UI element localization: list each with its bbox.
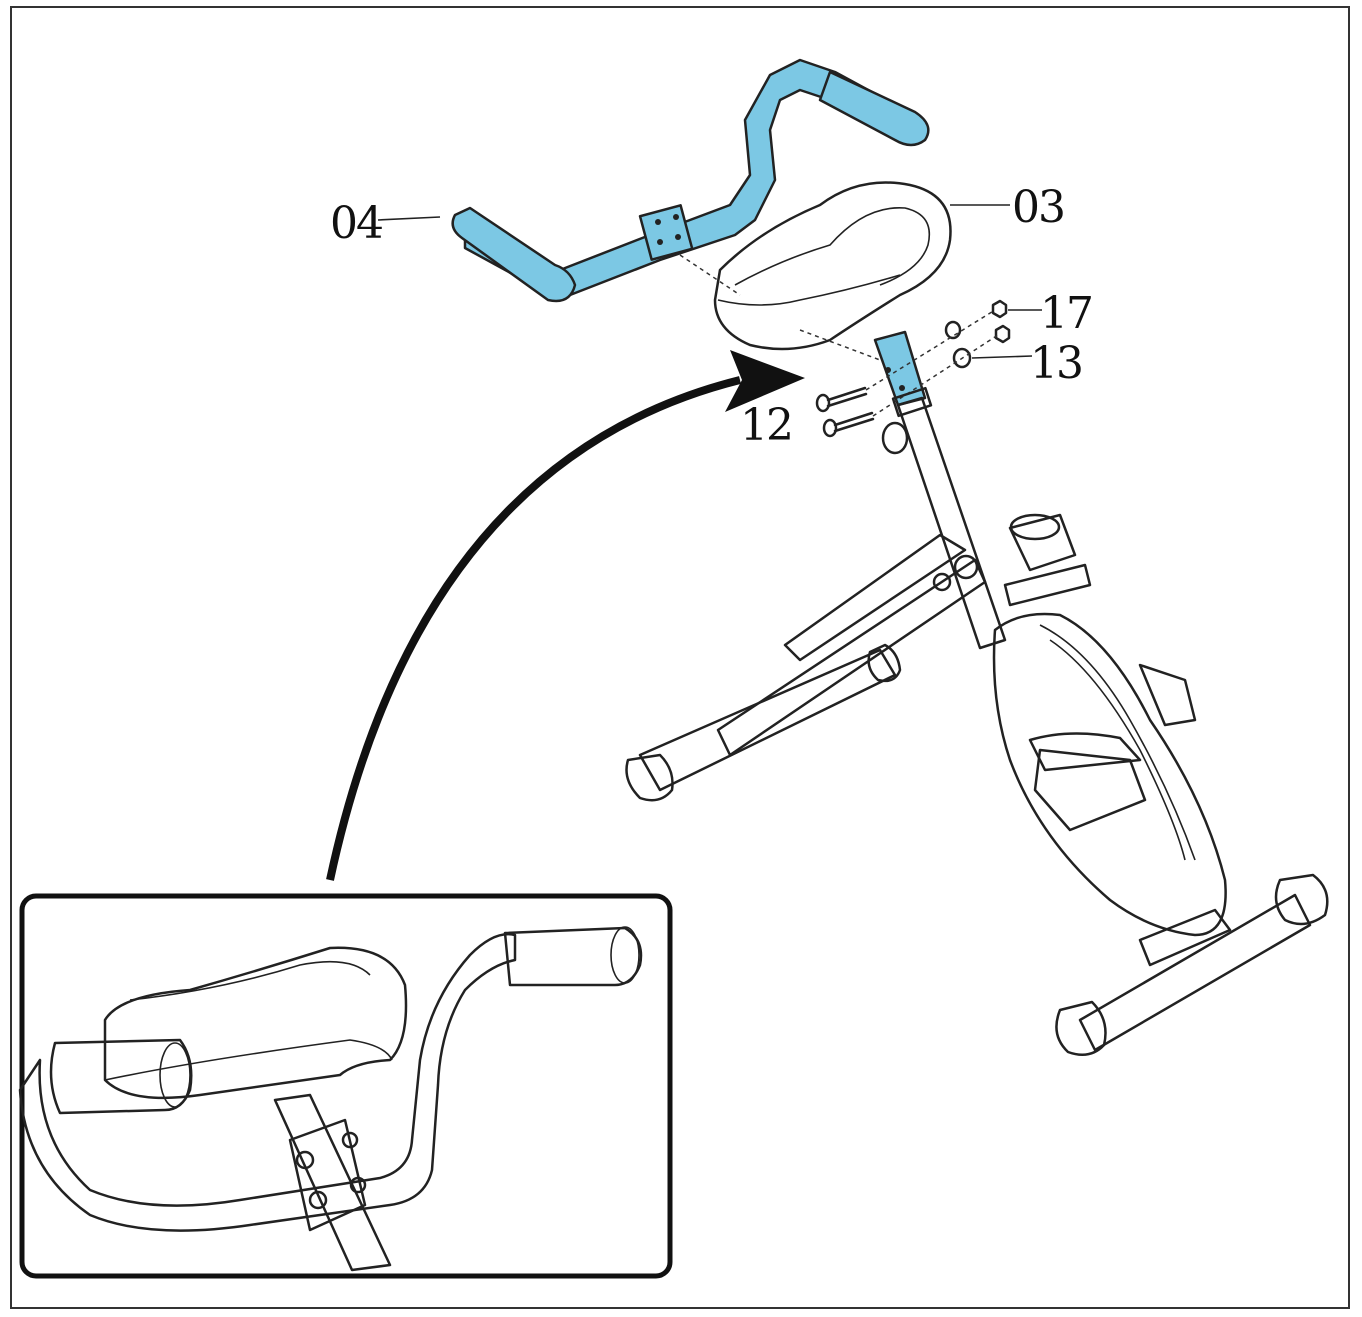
inset-handlebar	[18, 932, 517, 1232]
inset-seat	[103, 946, 408, 1100]
diagram-frame	[10, 6, 1350, 1309]
washer-lower	[952, 347, 972, 369]
inset-clamp	[288, 1118, 367, 1232]
inset-right-grip	[503, 926, 643, 987]
nut-upper	[991, 299, 1008, 319]
pointer-arrow	[326, 376, 741, 881]
bolt-upper	[815, 386, 868, 413]
inset-seat-post	[273, 1093, 392, 1272]
label-04: 04	[330, 198, 382, 249]
bolt-lower	[822, 411, 875, 438]
inset-frame	[19, 893, 673, 1279]
label-03: 03	[1012, 182, 1064, 233]
right-grip	[818, 70, 930, 147]
hardware	[799, 299, 1011, 438]
handlebar-clamp	[638, 204, 694, 261]
left-grip	[451, 206, 577, 303]
seat-cushion	[713, 181, 952, 351]
label-12: 12	[740, 400, 792, 451]
handlebar-part	[451, 58, 930, 303]
bike-frame	[625, 386, 1329, 1057]
detail-inset	[18, 893, 673, 1279]
label-17: 17	[1040, 288, 1092, 339]
arrow-head	[725, 350, 805, 412]
seat-part	[713, 181, 952, 351]
nut-lower	[994, 324, 1011, 344]
washer-upper	[944, 320, 962, 340]
label-13: 13	[1030, 338, 1082, 389]
